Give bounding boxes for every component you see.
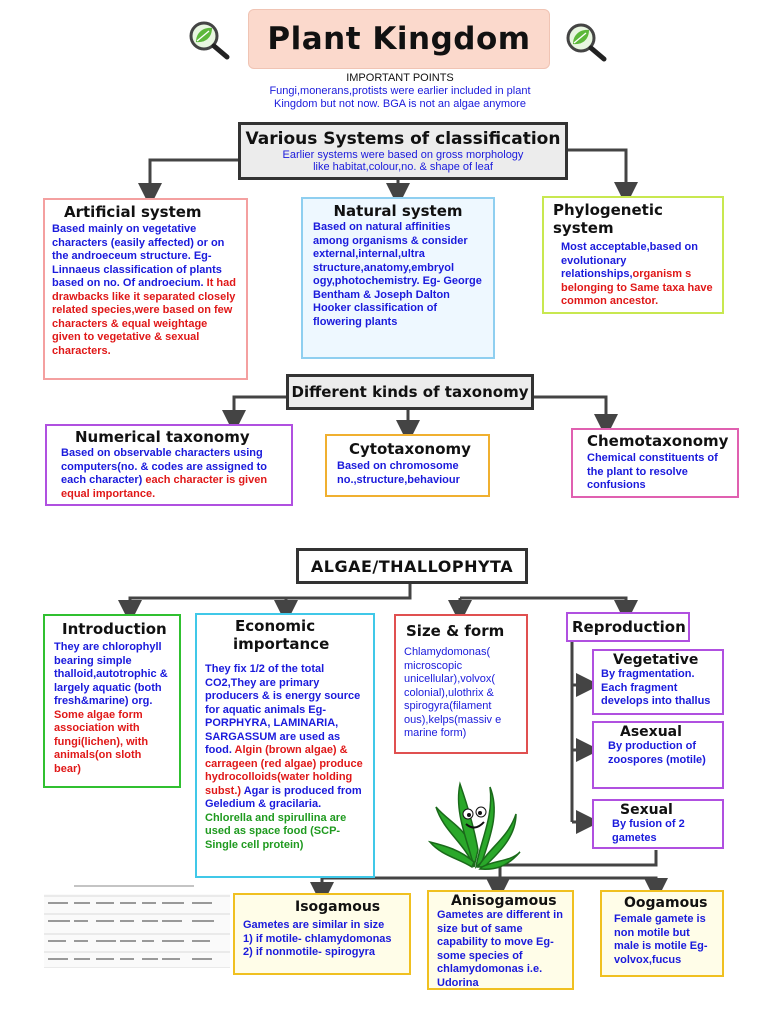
important-line-2: Kingdom but not now. BGA is not an algae… bbox=[274, 98, 526, 110]
classification-sub-2: like habitat,colour,no. & shape of leaf bbox=[313, 161, 493, 173]
size-form-title: Size & form bbox=[406, 622, 505, 640]
algae-heading-box: ALGAE/THALLOPHYTA bbox=[296, 548, 528, 584]
reproduction-title: Reproduction bbox=[572, 618, 686, 636]
cytotaxonomy-box: Cytotaxonomy Based on chromosome no.,str… bbox=[325, 434, 490, 497]
asexual-title: Asexual bbox=[620, 724, 682, 740]
introduction-box: Introduction They are chlorophyll bearin… bbox=[43, 614, 181, 788]
economic-text: They fix 1/2 of the total CO2,They are p… bbox=[205, 663, 363, 851]
reproduction-box: Reproduction bbox=[566, 612, 690, 642]
taxonomy-heading-box: Different kinds of taxonomy bbox=[286, 374, 534, 410]
natural-system-text: Based on natural affinities among organi… bbox=[313, 221, 482, 328]
chemotaxonomy-title: Chemotaxonomy bbox=[587, 432, 729, 450]
cytotaxonomy-title: Cytotaxonomy bbox=[349, 440, 471, 458]
algae-table-image bbox=[44, 882, 230, 969]
natural-system-box: Natural system Based on natural affiniti… bbox=[301, 197, 495, 359]
phylogenetic-system-text: Most acceptable,based on evolutionary re… bbox=[561, 241, 713, 307]
anisogamous-title: Anisogamous bbox=[451, 893, 557, 909]
vegetative-title: Vegetative bbox=[613, 652, 699, 668]
vegetative-box: Vegetative By fragmentation. Each fragme… bbox=[592, 649, 724, 715]
natural-system-title: Natural system bbox=[333, 202, 463, 220]
economic-importance-box: Economic importance They fix 1/2 of the … bbox=[195, 613, 375, 878]
sexual-box: Sexual By fusion of 2 gametes bbox=[592, 799, 724, 849]
important-points: IMPORTANT POINTS Fungi,monerans,protists… bbox=[200, 72, 600, 111]
numerical-taxonomy-title: Numerical taxonomy bbox=[75, 428, 250, 446]
seaweed-mascot-icon bbox=[424, 772, 524, 872]
isogamous-box: Isogamous Gametes are similar in size 1)… bbox=[233, 893, 411, 975]
phylogenetic-system-box: Phylogenetic system Most acceptable,base… bbox=[542, 196, 724, 314]
isogamous-text-2: 1) if motile- chlamydomonas bbox=[243, 932, 392, 945]
economic-title-2: importance bbox=[233, 635, 330, 653]
numerical-taxonomy-box: Numerical taxonomy Based on observable c… bbox=[45, 424, 293, 506]
algae-heading: ALGAE/THALLOPHYTA bbox=[310, 556, 514, 576]
numerical-taxonomy-text: Based on observable characters using com… bbox=[61, 447, 268, 500]
sexual-text: By fusion of 2 gametes bbox=[612, 818, 685, 844]
isogamous-text-3: 2) if nonmotile- spirogyra bbox=[243, 946, 376, 958]
page-title-box: Plant Kingdom bbox=[248, 9, 550, 69]
oogamous-title: Oogamous bbox=[624, 895, 708, 911]
introduction-text: They are chlorophyll bearing simple thal… bbox=[54, 641, 168, 775]
size-form-box: Size & form Chlamydomonas( microscopic u… bbox=[394, 614, 528, 754]
artificial-system-box: Artificial system Based mainly on vegeta… bbox=[43, 198, 248, 380]
important-heading: IMPORTANT POINTS bbox=[346, 72, 454, 84]
artificial-system-title: Artificial system bbox=[64, 203, 202, 221]
phylogenetic-system-title: Phylogenetic system bbox=[553, 201, 663, 237]
anisogamous-text: Gametes are different in size but of sam… bbox=[437, 909, 563, 989]
asexual-text: By production of zoospores (motile) bbox=[608, 740, 706, 766]
asexual-box: Asexual By production of zoospores (moti… bbox=[592, 721, 724, 789]
classification-heading-box: Various Systems of classification Earlie… bbox=[238, 122, 568, 180]
classification-heading: Various Systems of classification bbox=[245, 129, 561, 149]
sexual-title: Sexual bbox=[620, 802, 673, 818]
magnifier-leaf-icon bbox=[563, 20, 609, 62]
taxonomy-heading: Different kinds of taxonomy bbox=[291, 383, 529, 401]
vegetative-text: By fragmentation. Each fragment develops… bbox=[601, 668, 711, 707]
magnifier-leaf-icon bbox=[186, 18, 232, 60]
oogamous-box: Oogamous Female gamete is non motile but… bbox=[600, 890, 724, 977]
classification-sub-1: Earlier systems were based on gross morp… bbox=[282, 149, 524, 161]
artificial-system-text: Based mainly on vegetative characters (e… bbox=[52, 223, 236, 357]
introduction-title: Introduction bbox=[62, 620, 167, 638]
isogamous-text-1: Gametes are similar in size bbox=[243, 919, 385, 931]
size-form-text: Chlamydomonas( microscopic unicellular),… bbox=[404, 646, 502, 739]
page-title: Plant Kingdom bbox=[267, 21, 531, 57]
isogamous-title: Isogamous bbox=[295, 899, 381, 915]
oogamous-text: Female gamete is non motile but male is … bbox=[614, 913, 708, 966]
anisogamous-box: Anisogamous Gametes are different in siz… bbox=[427, 890, 574, 990]
economic-title-1: Economic bbox=[235, 617, 316, 635]
important-line-1: Fungi,monerans,protists were earlier inc… bbox=[269, 85, 531, 97]
chemotaxonomy-box: Chemotaxonomy Chemical constituents of t… bbox=[571, 428, 739, 498]
chemotaxonomy-text: Chemical constituents of the plant to re… bbox=[587, 452, 718, 491]
cytotaxonomy-text: Based on chromosome no.,structure,behavi… bbox=[337, 460, 460, 486]
